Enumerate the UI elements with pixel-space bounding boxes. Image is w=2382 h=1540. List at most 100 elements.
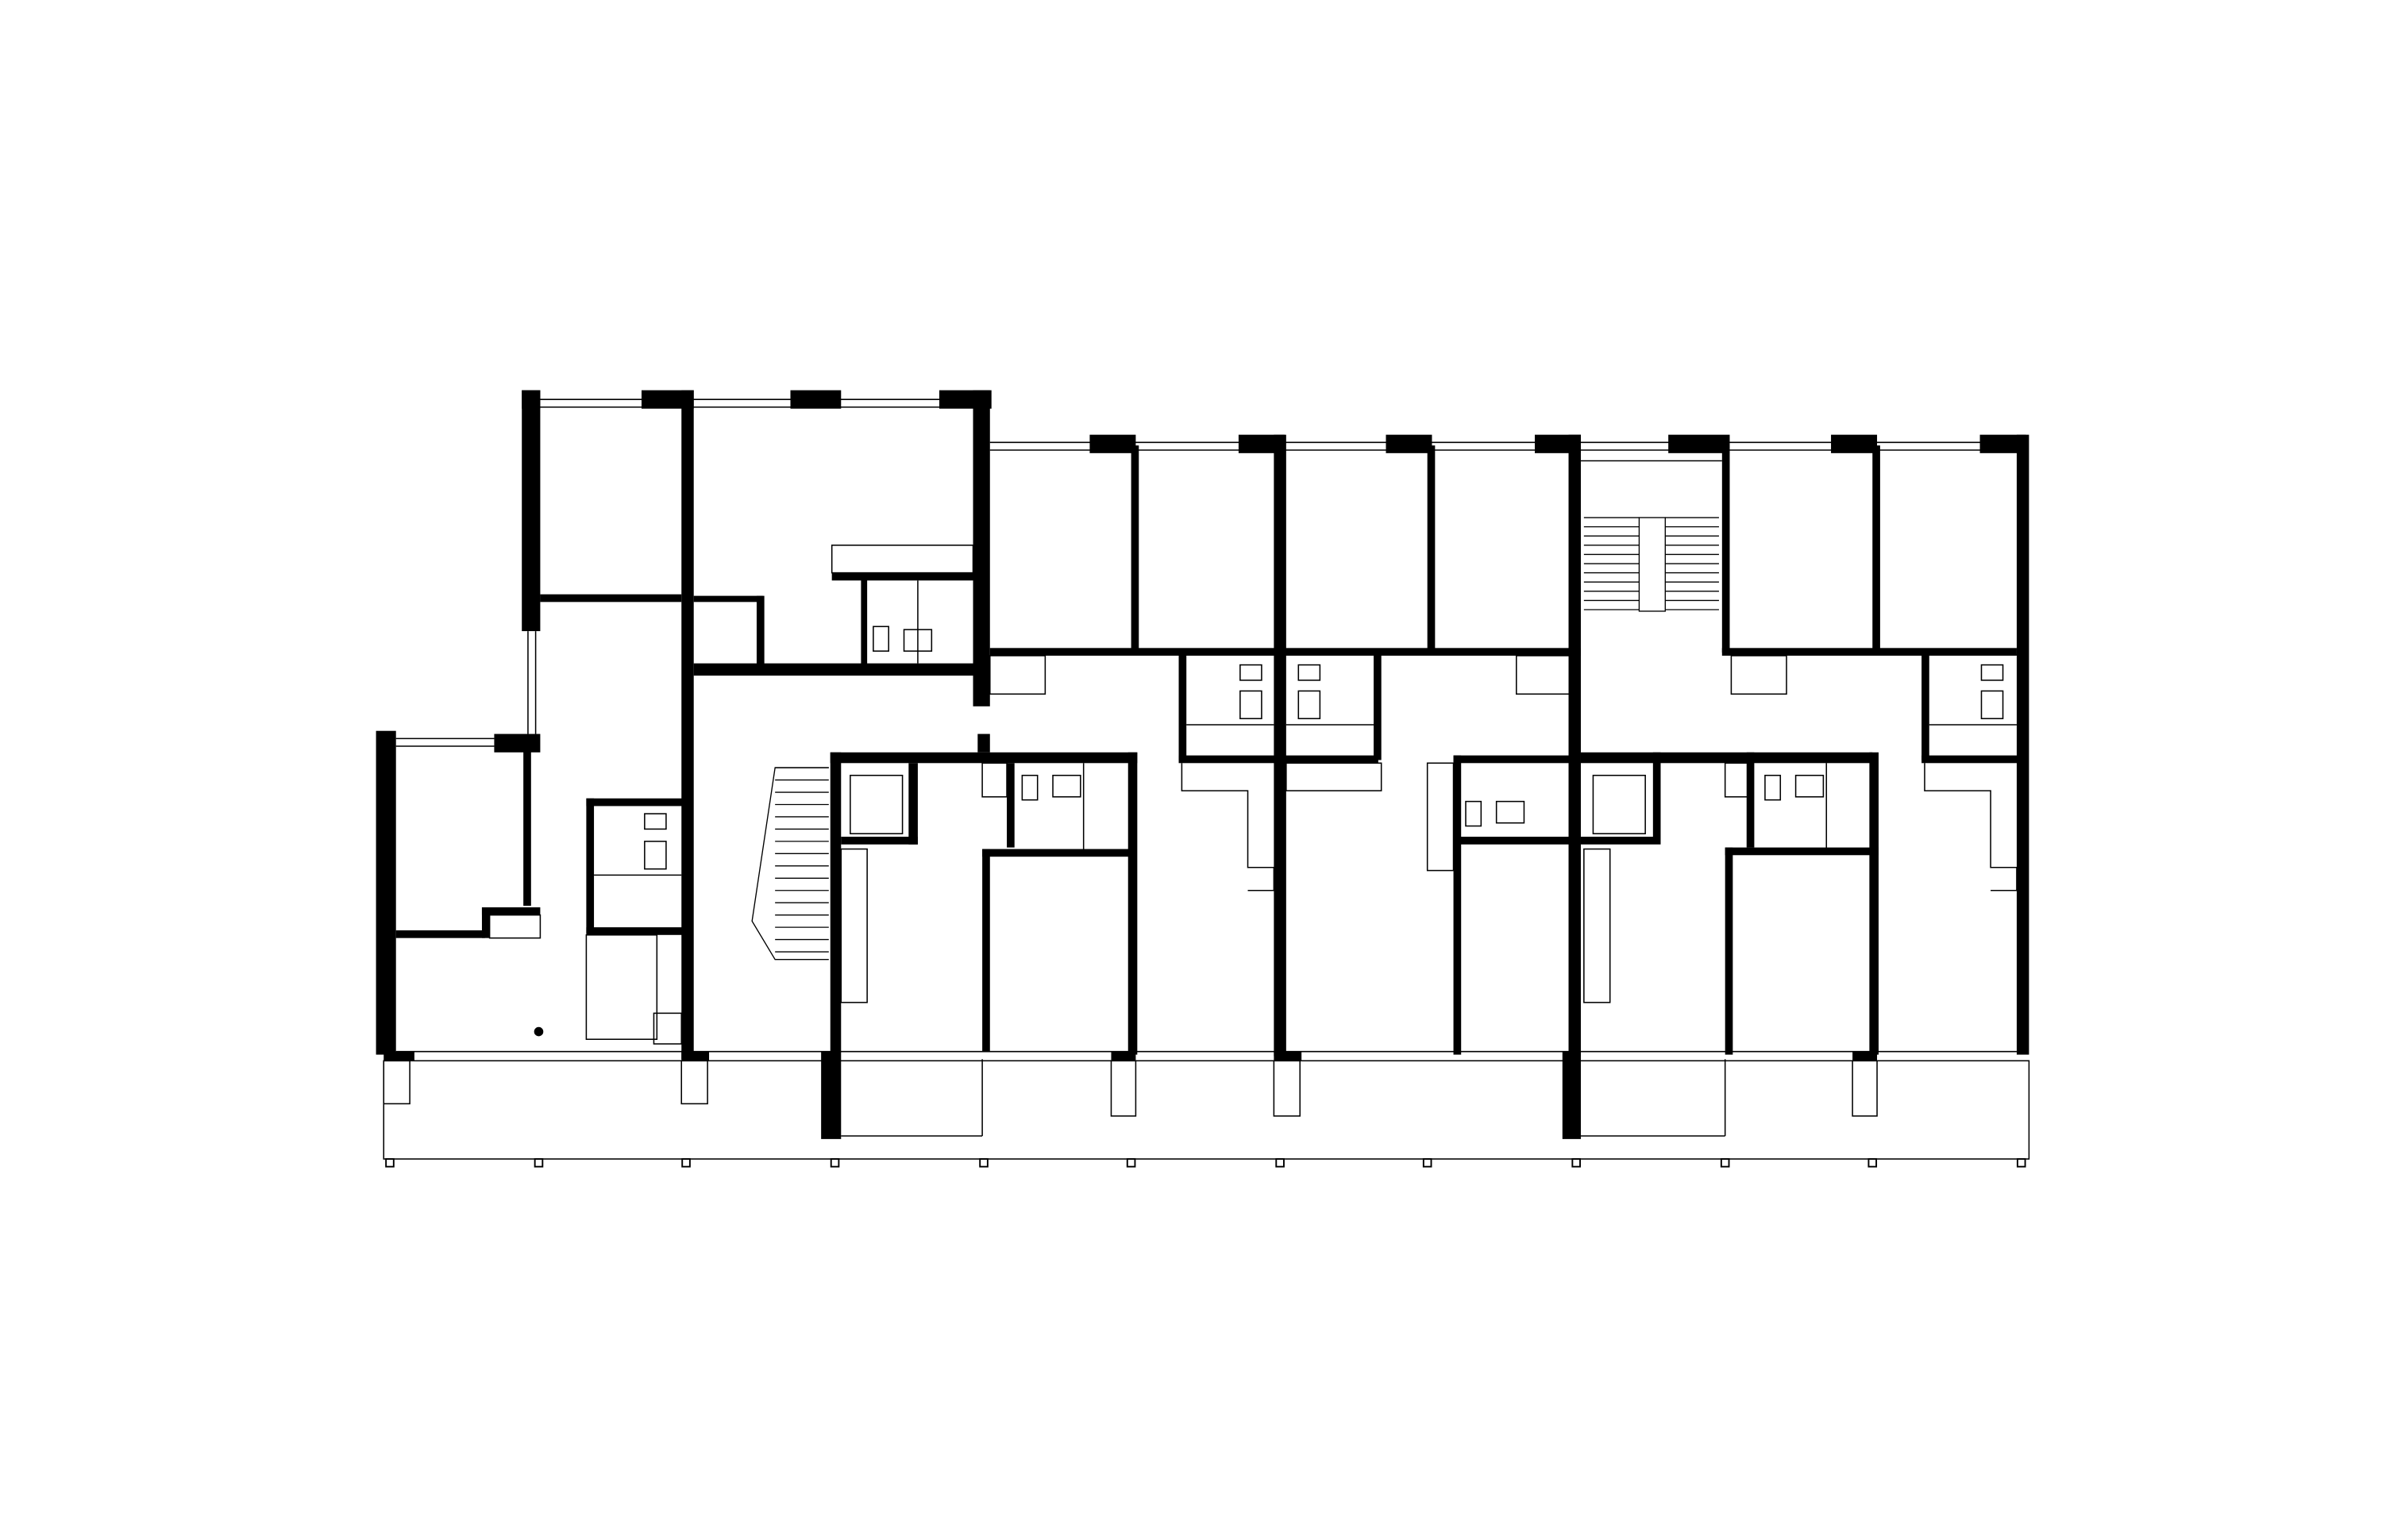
wall <box>523 749 531 907</box>
wall <box>790 390 842 409</box>
stairs <box>751 517 1719 961</box>
toilet <box>1297 690 1321 720</box>
walls <box>376 390 2029 1139</box>
wall <box>693 663 989 676</box>
wall <box>973 390 990 706</box>
wall <box>1453 755 1462 1055</box>
wall <box>1580 837 1661 845</box>
wall <box>2016 434 2029 1055</box>
wall <box>1725 847 1879 856</box>
wall <box>1386 434 1432 453</box>
wall <box>481 907 541 915</box>
sink <box>1495 800 1525 824</box>
column-post <box>979 1158 989 1168</box>
wall <box>641 390 694 409</box>
wall <box>522 390 541 632</box>
kitchen-counter <box>1583 848 1611 1003</box>
elevator <box>1592 774 1646 834</box>
sink <box>1052 774 1081 798</box>
wall <box>1721 648 2017 656</box>
wall <box>1374 653 1382 760</box>
wall <box>522 390 541 409</box>
wall <box>1274 434 1286 1057</box>
sink <box>1239 664 1262 681</box>
wall <box>830 752 842 1052</box>
wall <box>1652 752 1661 841</box>
wall <box>1746 752 1755 848</box>
wall <box>586 927 687 935</box>
wall <box>384 1051 414 1061</box>
wall <box>481 907 490 938</box>
column-post <box>534 1158 544 1168</box>
toilet <box>1980 690 2004 720</box>
wall <box>1562 1051 1581 1139</box>
wall <box>1453 755 1577 764</box>
wall <box>1131 445 1139 653</box>
wall <box>1178 653 1187 760</box>
wall <box>1852 1051 1878 1061</box>
stair-well <box>1638 517 1666 612</box>
sink <box>644 813 667 830</box>
column-post <box>1720 1158 1730 1168</box>
wall <box>540 594 682 603</box>
wall <box>831 572 978 581</box>
column-post <box>681 1158 691 1168</box>
wall <box>1921 755 2022 764</box>
wall <box>756 595 765 665</box>
sink <box>1794 774 1825 798</box>
wall <box>1111 1051 1136 1061</box>
wall <box>830 752 1138 764</box>
column-post <box>1275 1158 1285 1168</box>
toilet <box>1764 774 1782 801</box>
wall <box>1668 434 1730 453</box>
wall <box>1127 752 1138 1055</box>
column-post <box>1571 1158 1581 1168</box>
wall <box>395 930 485 938</box>
wall <box>1979 434 2026 453</box>
column-post <box>1126 1158 1136 1168</box>
wall <box>1089 434 1136 453</box>
wall <box>693 595 763 603</box>
wall <box>977 733 990 753</box>
column-post <box>830 1158 840 1168</box>
drain-dot <box>534 1026 544 1037</box>
toilet <box>1465 800 1482 827</box>
wall <box>376 730 396 1055</box>
wall <box>908 763 918 845</box>
column-post <box>1422 1158 1432 1168</box>
column-post <box>2016 1158 2026 1168</box>
wall <box>1721 445 1730 653</box>
toilet <box>644 841 667 870</box>
balcony-overhang <box>383 1060 2030 1160</box>
wall <box>1872 445 1880 653</box>
column-post <box>385 1158 395 1168</box>
sink <box>1297 664 1321 681</box>
wall <box>586 798 687 807</box>
wall <box>861 572 868 665</box>
wall <box>1568 434 1581 1057</box>
wall <box>1178 755 1378 764</box>
wall <box>1427 445 1436 653</box>
wall <box>1869 752 1879 1055</box>
column-post <box>1867 1158 1878 1168</box>
wall <box>1921 653 1929 760</box>
wall <box>982 849 1133 857</box>
wall <box>1725 847 1733 1055</box>
toilet <box>1021 774 1039 801</box>
wall <box>821 1051 842 1139</box>
wall <box>1007 763 1015 848</box>
columns <box>385 1158 2026 1168</box>
wall <box>494 733 541 753</box>
toilet <box>1239 690 1262 720</box>
thin-lines <box>383 398 2030 1160</box>
wall <box>989 648 1581 656</box>
wall <box>1580 752 1873 764</box>
toilet <box>873 626 889 652</box>
wall <box>841 837 918 845</box>
wall <box>681 390 694 1060</box>
wall <box>586 798 595 934</box>
wall <box>982 849 990 1052</box>
wall <box>1453 837 1577 845</box>
wall <box>1831 434 1878 453</box>
wall <box>1238 434 1285 453</box>
